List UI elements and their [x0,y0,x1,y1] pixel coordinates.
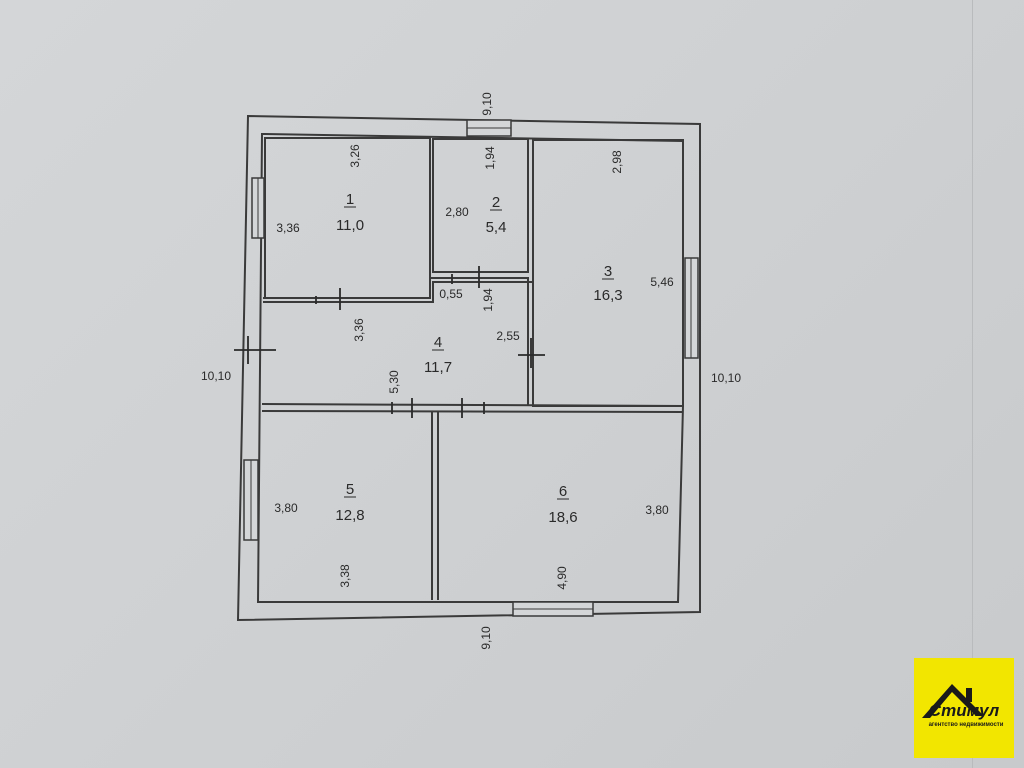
inner-wall-outline [256,133,684,603]
dim-r3-width: 2,98 [610,150,624,174]
agency-logo: Стимул агентство недвижимости [914,658,1014,758]
room-1-number: 1 [346,191,354,208]
dim-r4-small: 0,55 [439,287,463,301]
dim-outer-right: 10,10 [711,371,741,385]
dim-r6-width: 4,90 [555,566,569,590]
dim-r2-width: 1,94 [483,146,497,170]
dim-outer-left: 10,10 [201,369,231,383]
dim-r4-width: 5,30 [387,370,401,394]
room-3-area: 16,3 [593,287,622,304]
logo-brand: Стимул [929,701,1000,720]
room-5-area: 12,8 [335,507,364,524]
wall-row-divider [261,403,684,413]
dim-r2-height: 2,80 [445,205,469,219]
outer-wall [236,114,701,622]
dim-outer-bottom: 9,10 [479,626,493,650]
dim-outer-top: 9,10 [480,92,494,116]
dim-r4-depth: 3,36 [352,318,366,342]
room-1-area: 11,0 [336,217,364,234]
dim-r6-height: 3,80 [645,503,669,517]
dim-r1-width: 3,26 [348,144,362,168]
room-2-outline [432,138,529,273]
dim-r1-height: 3,36 [276,221,300,235]
room-5-number: 5 [346,481,354,498]
dim-r5-height: 3,80 [274,501,298,515]
room-2-number: 2 [492,194,500,211]
dim-r4-side: 1,94 [481,288,495,312]
dim-r4-height: 2,55 [496,329,520,343]
dim-r5-width: 3,38 [338,564,352,588]
room-6-area: 18,6 [548,509,577,526]
dim-r3-height: 5,46 [650,275,674,289]
room-2-area: 5,4 [486,219,507,236]
room-4-walls [263,277,534,406]
room-4-area: 11,7 [424,359,452,376]
house-logo-icon: Стимул агентство недвижимости [922,684,1004,728]
paper-edge [972,0,973,768]
logo-tagline: агентство недвижимости [929,722,1004,728]
room-3-number: 3 [604,263,612,280]
wall-5-6 [431,411,439,600]
room-6-number: 6 [559,483,567,500]
door-marks [234,266,545,418]
room-4-number: 4 [434,334,442,351]
